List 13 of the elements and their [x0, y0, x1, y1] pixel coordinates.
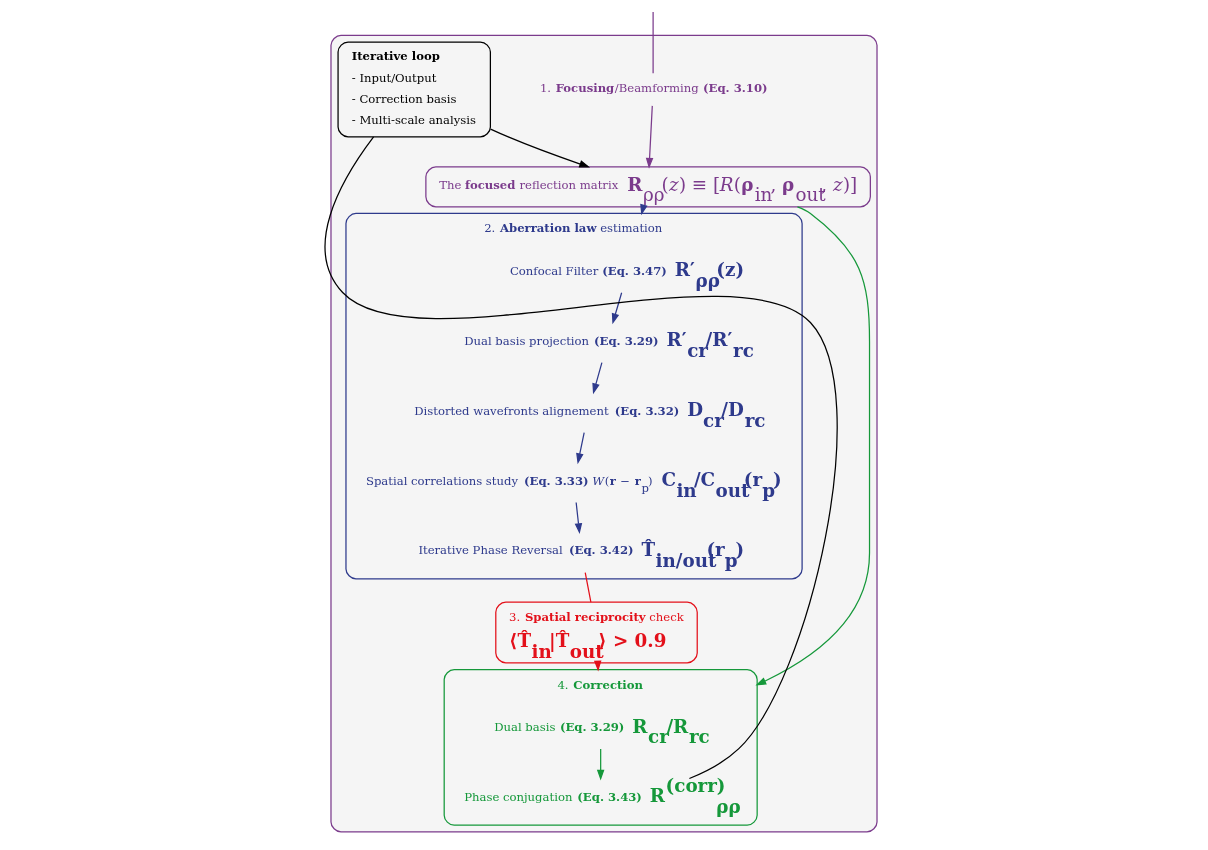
arrow — [574, 501, 583, 535]
arrow — [592, 362, 603, 395]
arrow — [596, 748, 605, 781]
arrow — [576, 432, 585, 465]
node-text: 1. Focusing/Beamforming (Eq. 3.10) — [539, 81, 768, 96]
arrow — [645, 105, 654, 169]
cluster — [330, 34, 878, 833]
connector — [652, 11, 654, 74]
arrow — [489, 128, 591, 168]
connector — [584, 571, 592, 603]
connector — [324, 136, 838, 780]
arrow — [611, 292, 623, 325]
node-box: Iterative loop - Input/Output - Correction basis - Multi-scale analysis — [337, 41, 491, 138]
